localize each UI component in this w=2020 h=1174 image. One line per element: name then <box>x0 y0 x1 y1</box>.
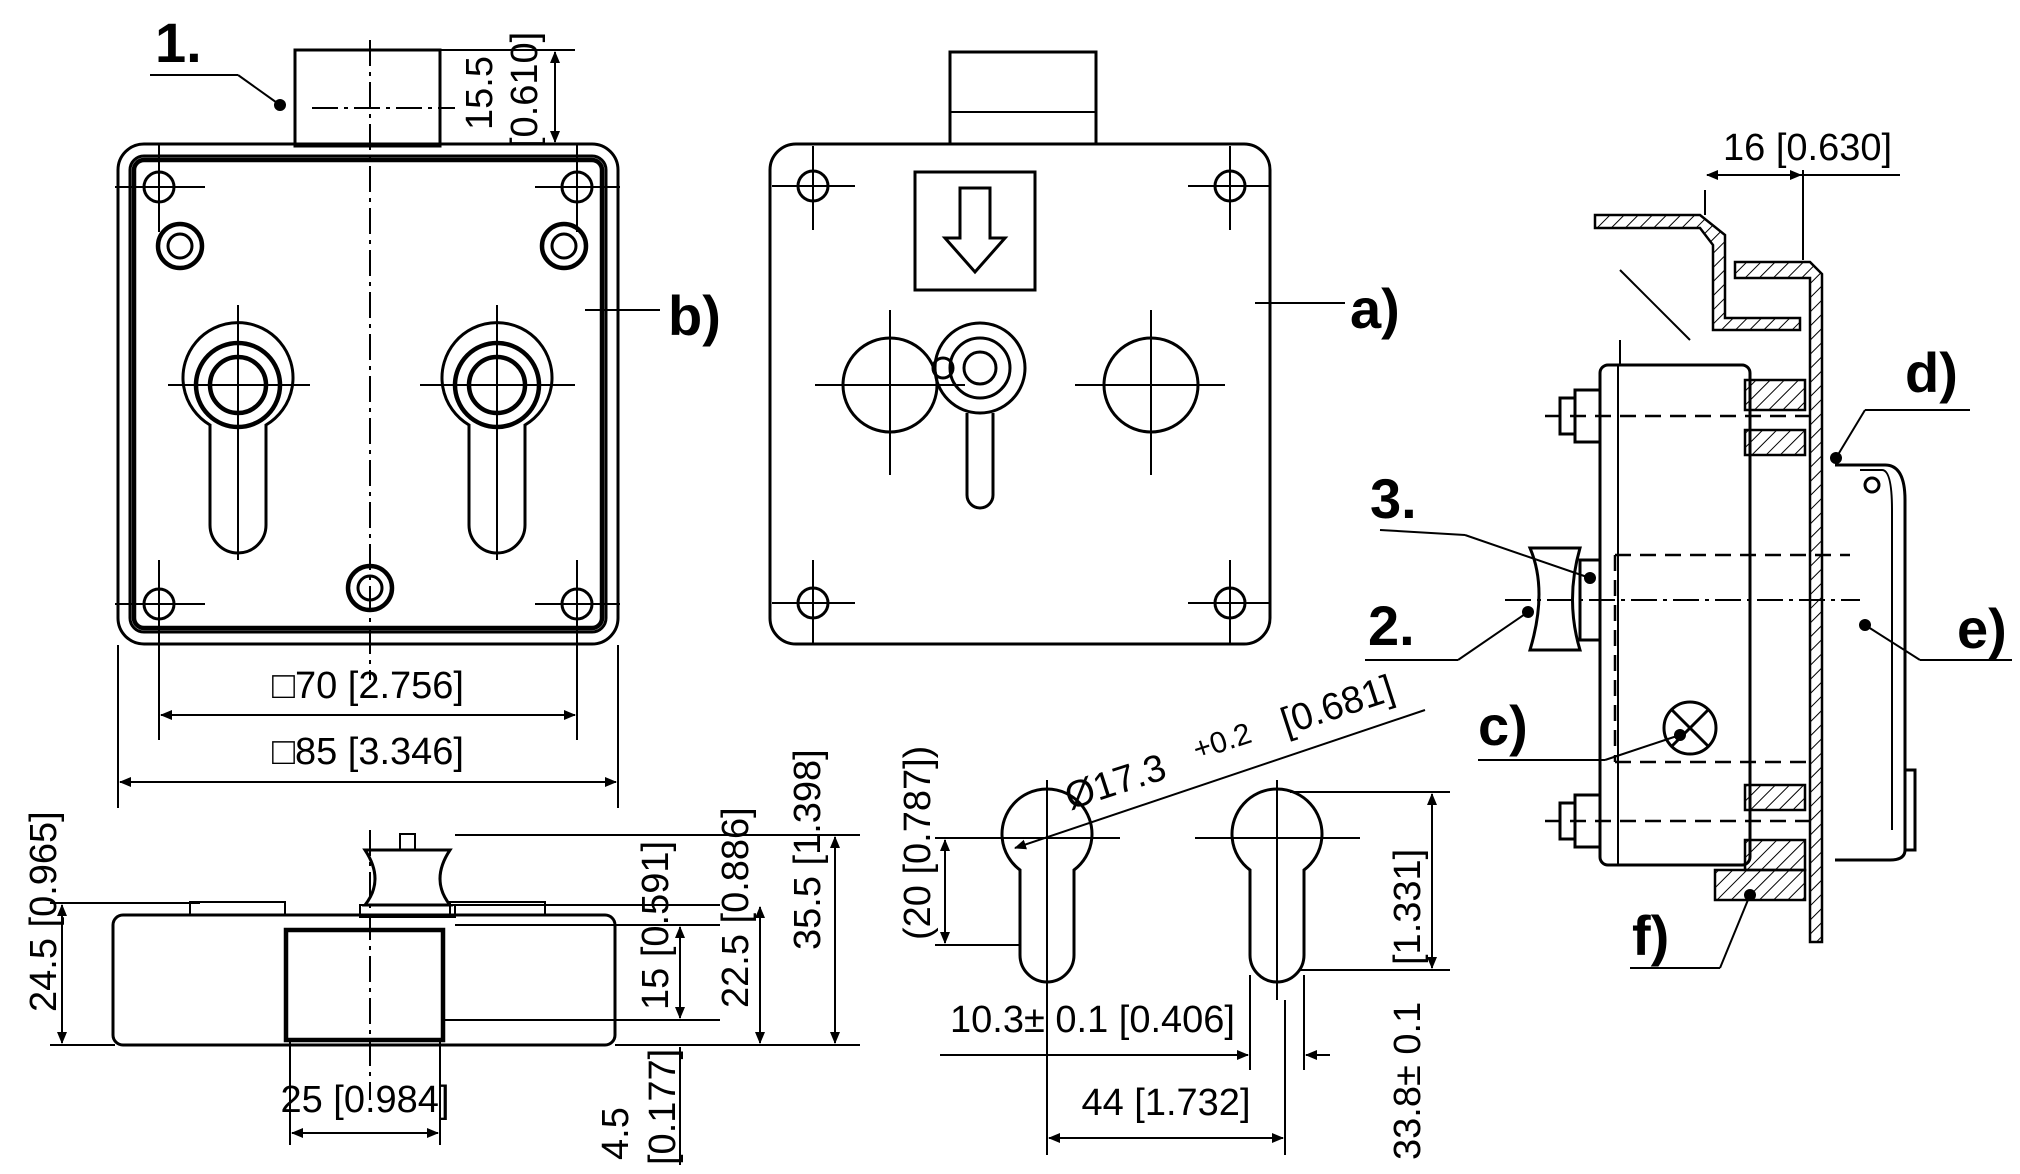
plate-inner <box>131 157 605 631</box>
knob-profile <box>361 848 454 907</box>
dim-total-height: 24.5 [0.965] <box>23 811 65 1012</box>
dim-side-offset: 16 [0.630] <box>1723 127 1892 169</box>
cutout-template: Ø17.3 +0.2 [0.681] (20 [0.787]) 10.3± 0.… <box>897 668 1450 1160</box>
dim-ref-height: (20 [0.787]) <box>897 746 939 940</box>
mounting-hole <box>772 146 1270 643</box>
dim-hole-spacing-small: 44 [1.732] <box>1081 1082 1250 1124</box>
dim-plate-size: □85 [3.346] <box>272 731 464 773</box>
mounting-bracket <box>1593 213 1802 332</box>
bolt-icon <box>1545 793 1810 849</box>
rear-housing <box>1835 463 1907 862</box>
screw-icon <box>1662 700 1718 756</box>
cutout-right <box>1230 787 1324 984</box>
callout-f: f) <box>1632 904 1669 967</box>
dim-slot-length-top: [1.331] <box>1387 849 1429 965</box>
callout-d: d) <box>1905 341 1958 404</box>
callout-a: a) <box>1350 277 1400 340</box>
dim-knob-height: 15 [0.591] <box>635 841 677 1010</box>
plate-outer <box>768 142 1272 646</box>
view-a-front: a) <box>768 50 1400 646</box>
shaft-block <box>293 48 442 148</box>
dim-hole-spacing: □70 [2.756] <box>272 665 464 707</box>
door-panel <box>1733 260 1824 944</box>
base-insert <box>283 927 446 1043</box>
dim-base-width: 25 [0.984] <box>280 1079 449 1121</box>
dim-base-thickness: 4.5 <box>595 1107 637 1160</box>
callout-b: b) <box>668 284 721 347</box>
cylinder-right <box>420 305 575 560</box>
mounting-hole <box>115 144 620 650</box>
dim-slot-width: 10.3± 0.1 [0.406] <box>950 999 1235 1041</box>
shaft-block <box>948 50 1098 146</box>
arrow-sign <box>913 170 1037 292</box>
callout-c: c) <box>1478 694 1528 757</box>
dim-mid-height: 22.5 [0.886] <box>715 807 757 1008</box>
view-b-front: 1. b) 15.5 [0.610] □70 [2.756] □85 [3.34… <box>115 11 721 808</box>
dim-hole-tolerance: +0.2 <box>1189 717 1256 767</box>
plate-outer <box>116 142 620 646</box>
callout-e: e) <box>1957 597 2007 660</box>
dim-slot-length-bottom: 33.8± 0.1 <box>1387 1002 1429 1160</box>
callout-2: 2. <box>1368 594 1415 657</box>
bolt-icon <box>1545 388 1810 444</box>
cylinder-left <box>168 305 310 560</box>
callout-3: 3. <box>1370 467 1417 530</box>
lock-body <box>1598 363 1752 867</box>
arrow-down-icon <box>941 186 1009 275</box>
knob <box>931 321 1027 510</box>
base-profile <box>111 913 617 1047</box>
dim-shaft-height-in: [0.610] <box>504 32 546 148</box>
dim-shaft-height: 15.5 <box>459 56 501 130</box>
profile-view: 24.5 [0.965] 25 [0.984] 15 [0.591] 4.5 [… <box>23 749 860 1165</box>
dim-max-height: 35.5 [1.398] <box>787 749 829 950</box>
cutout-left <box>1000 787 1094 984</box>
callout-1: 1. <box>155 11 202 74</box>
dim-hole-diameter-in: [0.681] <box>1276 668 1400 744</box>
side-view: 16 [0.630] d) e) f) c) 3. 2. <box>1365 127 2012 969</box>
dim-hole-diameter: Ø17.3 <box>1060 747 1171 819</box>
screw-icon <box>155 221 589 613</box>
dim-base-thickness-in: [0.177] <box>642 1049 684 1165</box>
